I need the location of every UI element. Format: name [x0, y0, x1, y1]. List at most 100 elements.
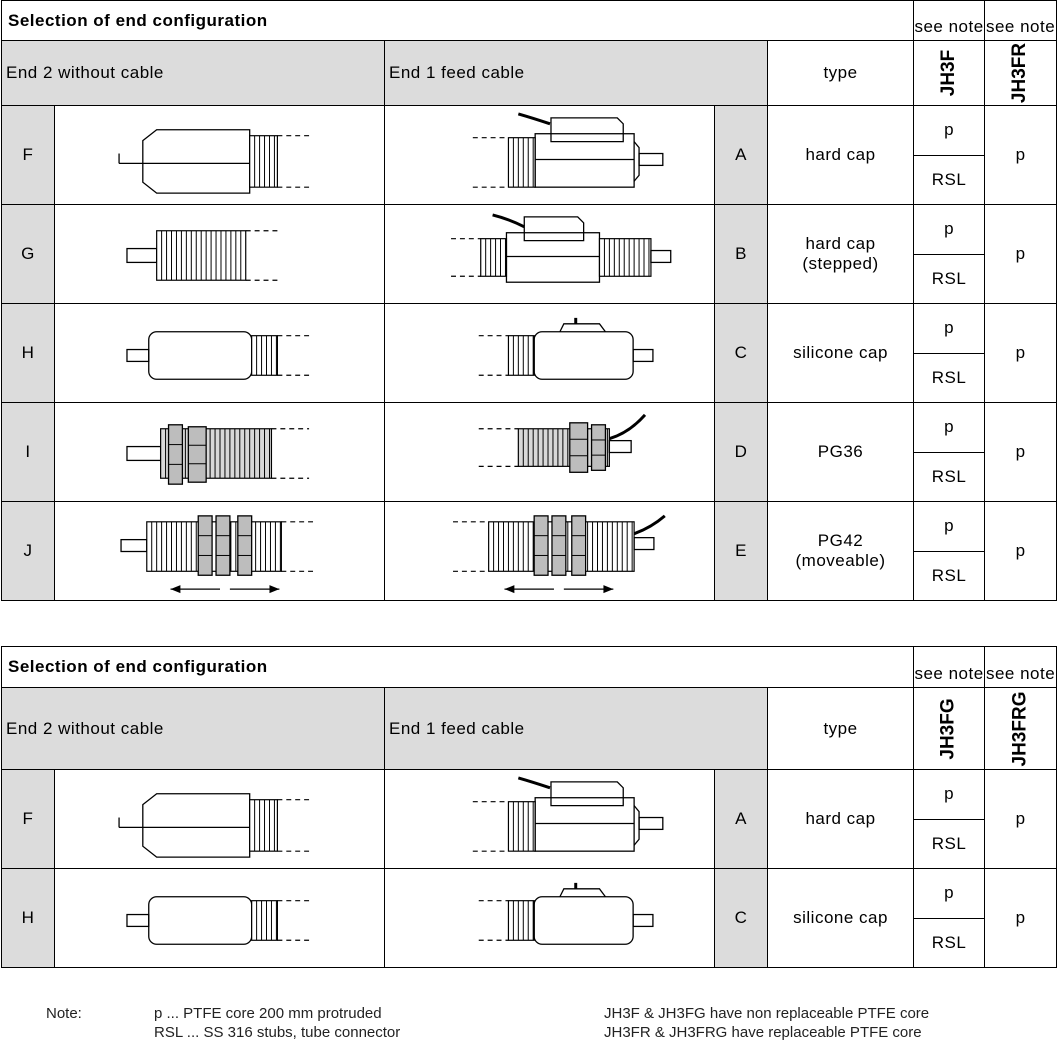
see-note-label: see note: [984, 646, 1058, 688]
option-col2: p: [984, 105, 1058, 205]
model-name: JH3FRG: [1009, 691, 1031, 766]
option-p: p: [913, 769, 986, 820]
note-non-replaceable: JH3F & JH3FG have non replaceable PTFE c…: [604, 1005, 930, 1022]
hard-cap-feed-drawing: [472, 112, 663, 188]
end1-drawing-cell: [384, 868, 715, 968]
option-rsl: RSL: [913, 550, 986, 601]
type-cell: PG42(moveable): [766, 501, 915, 601]
table-row-option: RSL: [2, 154, 1057, 205]
end2-code: H: [1, 868, 55, 968]
type-name: hard cap: [805, 145, 876, 164]
type-cell: hard cap: [766, 105, 915, 205]
silicone-cap-end2-drawing: [125, 330, 309, 380]
header-end1: End 1 feed cable: [384, 687, 768, 770]
end1-code: C: [714, 868, 768, 968]
end2-code: H: [1, 303, 55, 403]
pg42-feed-drawing: [452, 514, 666, 593]
option-p: p: [913, 204, 986, 255]
table-row-option: RSL: [2, 917, 1057, 968]
end1-drawing-cell: [384, 402, 715, 502]
type-name: hard cap: [805, 809, 876, 828]
end2-drawing-cell: [54, 402, 385, 502]
bellows-end2-drawing: [125, 229, 281, 281]
hard-cap-end2-drawing: [117, 792, 311, 858]
end2-code: F: [1, 769, 55, 869]
end1-code: C: [714, 303, 768, 403]
option-p: p: [913, 501, 986, 552]
header-end1: End 1 feed cable: [384, 40, 768, 106]
option-p: p: [913, 303, 986, 354]
table-title: Selection of end configuration: [0, 646, 915, 688]
end2-drawing-cell: [54, 105, 385, 205]
model-header: JH3FRG: [984, 687, 1058, 770]
see-note-label: see note: [913, 0, 986, 41]
end2-drawing-cell: [54, 501, 385, 601]
type-cell: PG36: [766, 402, 915, 502]
model-header: JH3FG: [913, 687, 986, 770]
option-rsl: RSL: [913, 352, 986, 403]
end1-code: E: [714, 501, 768, 601]
option-p: p: [913, 105, 986, 156]
stepped-cap-feed-drawing: [450, 212, 671, 283]
option-rsl: RSL: [913, 917, 986, 968]
type-cell: silicone cap: [766, 868, 915, 968]
see-note-label: see note: [984, 0, 1058, 41]
option-rsl: RSL: [913, 451, 986, 502]
end1-code: D: [714, 402, 768, 502]
header-type: type: [766, 687, 915, 770]
type-cell: hard cap(stepped): [766, 204, 915, 304]
header-end2: End 2 without cable: [1, 687, 385, 770]
option-col2: p: [984, 769, 1058, 869]
model-name: JH3FG: [938, 697, 960, 760]
option-col2: p: [984, 204, 1058, 304]
note-rsl: RSL ... SS 316 stubs, tube connector: [154, 1024, 401, 1041]
model-header: JH3F: [913, 40, 986, 106]
end1-drawing-cell: [384, 501, 715, 601]
hard-cap-end2-drawing: [117, 128, 311, 194]
type-name: hard cap: [805, 234, 876, 253]
option-col2: p: [984, 501, 1058, 601]
type-name: silicone cap: [793, 908, 888, 927]
silicone-cap-end2-drawing: [125, 895, 309, 945]
see-note-label: see note: [913, 646, 986, 688]
end1-code: B: [714, 204, 768, 304]
end2-drawing-cell: [54, 769, 385, 869]
pg42-end2-drawing: [119, 514, 315, 593]
type-name: PG42: [817, 531, 864, 550]
type-detail: (stepped): [802, 254, 879, 273]
end2-drawing-cell: [54, 303, 385, 403]
end1-code: A: [714, 769, 768, 869]
silicone-cap-feed-drawing: [478, 317, 654, 380]
end2-drawing-cell: [54, 204, 385, 304]
header-type: type: [766, 40, 915, 106]
option-rsl: RSL: [913, 818, 986, 869]
end2-code: J: [1, 501, 55, 601]
option-p: p: [913, 868, 986, 919]
hard-cap-feed-drawing: [472, 776, 663, 852]
end1-drawing-cell: [384, 769, 715, 869]
end2-code: I: [1, 402, 55, 502]
end2-code: F: [1, 105, 55, 205]
end-config-table-1: Selection of end configuration see note …: [0, 0, 1058, 601]
table-row-option: RSL: [2, 818, 1057, 869]
pg36-feed-drawing: [478, 413, 646, 473]
option-col2: p: [984, 868, 1058, 968]
type-cell: hard cap: [766, 769, 915, 869]
model-header: JH3FR: [984, 40, 1058, 106]
end1-drawing-cell: [384, 105, 715, 205]
end1-drawing-cell: [384, 204, 715, 304]
end-config-table-2: Selection of end configuration see note …: [0, 646, 1058, 968]
model-name: JH3FR: [1009, 42, 1031, 104]
pg36-end2-drawing: [125, 423, 309, 485]
option-rsl: RSL: [913, 154, 986, 205]
table-row-option: RSL: [2, 352, 1057, 403]
notes-label: Note:: [46, 1005, 82, 1022]
option-p: p: [913, 402, 986, 453]
